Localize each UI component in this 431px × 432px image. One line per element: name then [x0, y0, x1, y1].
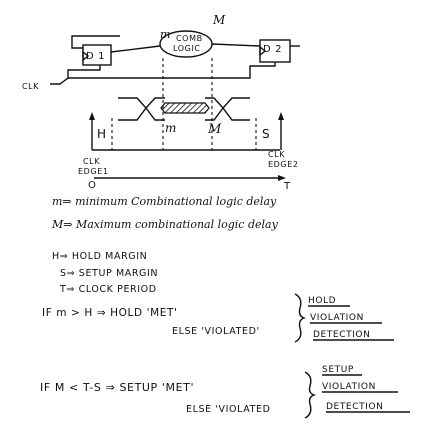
comb-logic-label-2: LOGIC [173, 44, 201, 53]
hold-else-line: ELSE 'VIOLATED' [172, 326, 260, 337]
label-S: S [262, 127, 270, 141]
def-H: H⇒ HOLD MARGIN [52, 251, 147, 262]
transition-top-right [205, 97, 224, 109]
setup-if-line: IF M < T-S ⇒ SETUP 'MET' [40, 381, 194, 394]
label-M: M [207, 122, 222, 137]
flip-flop-1-label: D 1 [86, 51, 105, 62]
period-end-label: T [283, 181, 291, 192]
clk-wire-ff2 [68, 62, 276, 79]
data-bus-left [118, 97, 147, 121]
transition-bottom-left [145, 107, 165, 121]
setup-bracket-line-3: DETECTION [326, 402, 383, 412]
flip-flop-2-label: D 2 [263, 44, 282, 55]
clk-edge1-label-1: CLK [83, 157, 100, 166]
clk-label: CLK [22, 82, 39, 91]
ff2-clock-notch [259, 45, 267, 57]
ff1-clock-notch [82, 50, 90, 62]
label-M-top: M [212, 13, 226, 27]
hold-bracket [294, 293, 307, 343]
wire-ff1-to-logic [110, 45, 161, 53]
clk-wire-ff1 [50, 65, 101, 85]
setup-bracket-line-1: SETUP [322, 365, 354, 375]
label-m-top: m [160, 28, 170, 41]
clk-edge1-arrow [89, 112, 95, 120]
clk-edge2-label-2: EDGE2 [268, 160, 299, 169]
def-M: M⇒ Maximum combinational logic delay [51, 218, 279, 231]
period-start-label: O [88, 180, 96, 191]
def-m: m⇒ minimum Combinational logic delay [52, 195, 277, 208]
transition-top-left [145, 97, 165, 109]
comb-logic-label-1: COMB [176, 34, 203, 43]
hold-bracket-line-2: VIOLATION [310, 313, 364, 323]
uncertainty-region [160, 102, 210, 114]
transition-bottom-right [205, 107, 224, 121]
label-m: m [165, 121, 176, 135]
setup-bracket [304, 371, 317, 419]
ff1-input-wire [71, 35, 120, 49]
hold-bracket-line-3: DETECTION [313, 330, 370, 340]
def-S: S⇒ SETUP MARGIN [60, 268, 158, 279]
hold-bracket-line-1: HOLD [308, 296, 336, 306]
clk-edge2-arrow [278, 112, 284, 120]
data-bus-right [222, 97, 250, 121]
clk-edge1-label-2: EDGE1 [78, 167, 109, 176]
wire-logic-to-ff2 [211, 43, 261, 47]
label-H: H [97, 127, 107, 141]
setup-else-line: ELSE 'VIOLATED [186, 404, 271, 415]
period-arrow-head [278, 175, 286, 181]
def-T: T⇒ CLOCK PERIOD [59, 284, 157, 295]
hold-if-line: IF m > H ⇒ HOLD 'MET' [42, 307, 177, 319]
clk-edge2-label-1: CLK [268, 150, 285, 159]
setup-bracket-line-2: VIOLATION [322, 382, 376, 392]
